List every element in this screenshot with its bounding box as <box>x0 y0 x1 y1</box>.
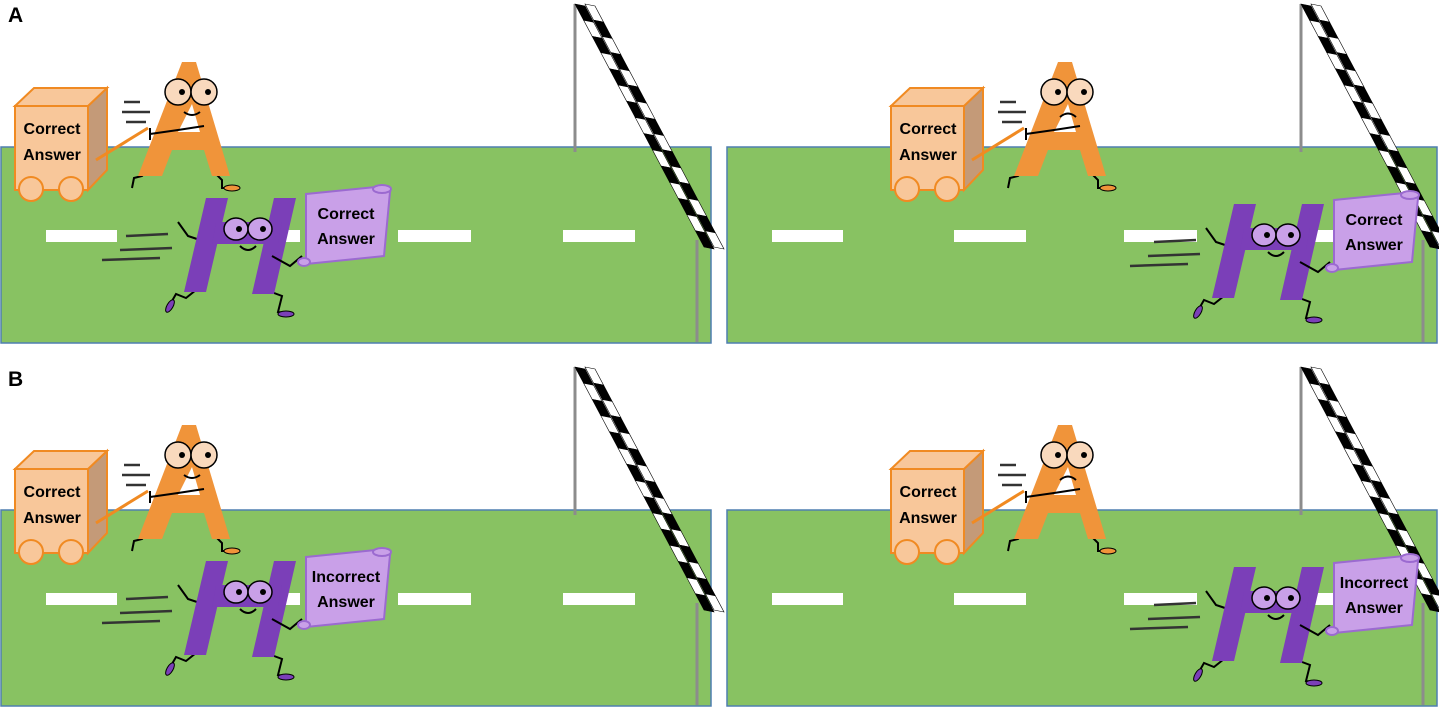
grass-track <box>726 146 1438 344</box>
letter-a-character <box>122 425 241 555</box>
scroll-label-line-1: Correct <box>1346 212 1404 229</box>
scroll-label-line-1: Incorrect <box>312 569 381 586</box>
road-stripe <box>954 230 1026 242</box>
row-label-a: A <box>8 4 24 27</box>
cart-label-line-1: Correct <box>900 121 958 138</box>
road-stripe <box>1124 230 1197 242</box>
road-stripe <box>772 230 843 242</box>
cart-label-line-2: Answer <box>23 147 81 164</box>
road-stripe <box>46 230 117 242</box>
cart-label-line-1: Correct <box>24 484 82 501</box>
scroll-label-line-2: Answer <box>317 231 375 248</box>
letter-a-character <box>998 62 1117 192</box>
road-stripe <box>563 230 635 242</box>
scroll-label-line-1: Correct <box>318 206 376 223</box>
letter-a-character <box>122 62 241 192</box>
cart-label-line-2: Answer <box>899 147 957 164</box>
checkered-finish-flag <box>574 3 725 250</box>
road-stripe <box>398 230 471 242</box>
road-stripe <box>954 593 1026 605</box>
scroll-label-line-2: Answer <box>1345 600 1403 617</box>
road-stripe <box>563 593 635 605</box>
scroll-label-line-2: Answer <box>317 594 375 611</box>
letter-h-character <box>1129 567 1331 687</box>
scroll-label-line-1: Incorrect <box>1340 575 1409 592</box>
row-label-b: B <box>8 368 24 391</box>
finish-flag-group <box>573 3 725 250</box>
cart-label-line-2: Answer <box>899 510 957 527</box>
letter-h-character <box>101 561 303 681</box>
road-stripe <box>46 593 117 605</box>
cart-label-line-2: Answer <box>23 510 81 527</box>
cart-label-line-1: Correct <box>24 121 82 138</box>
letter-a-character <box>998 425 1117 555</box>
letter-h-character <box>101 198 303 318</box>
road-stripe <box>1124 593 1197 605</box>
cart-label-line-1: Correct <box>900 484 958 501</box>
letter-h-character <box>1129 204 1331 324</box>
checkered-finish-flag <box>574 366 725 613</box>
finish-flag-group <box>573 366 725 613</box>
scroll-label-line-2: Answer <box>1345 237 1403 254</box>
road-stripe <box>398 593 471 605</box>
road-stripe <box>772 593 843 605</box>
grass-track <box>726 509 1438 707</box>
